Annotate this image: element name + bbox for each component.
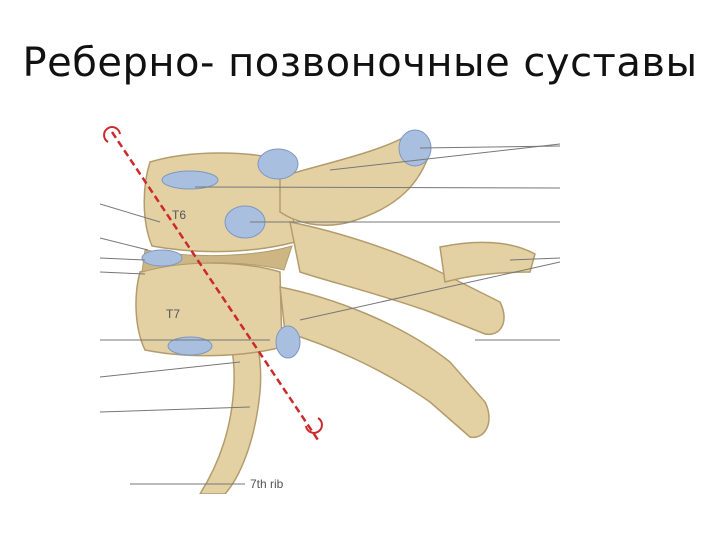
leader-line xyxy=(100,406,251,413)
label-t6: T6 xyxy=(172,208,186,222)
leader-line xyxy=(194,186,561,189)
facet-costal-mid xyxy=(141,249,183,267)
costovertebral-joints-diagram: T6 T7 7th rib xyxy=(100,122,565,494)
transverse-process-lower xyxy=(279,286,490,438)
rotation-arrow-bottom-icon xyxy=(305,417,323,434)
leader-line xyxy=(329,143,561,171)
facet-costotransverse xyxy=(275,325,301,359)
label-t7: T7 xyxy=(166,307,180,321)
articular-process xyxy=(439,241,536,283)
leader-line xyxy=(100,361,241,378)
rotation-arrow-top-icon xyxy=(103,126,121,143)
label-7th-rib: 7th rib xyxy=(250,477,284,491)
leader-line xyxy=(100,203,161,223)
diagram-svg: T6 T7 7th rib xyxy=(100,126,561,494)
leader-line xyxy=(100,257,146,261)
transverse-process-upper xyxy=(279,133,431,226)
facet-transverse-upper xyxy=(257,148,299,180)
leader-line xyxy=(509,257,561,261)
spinous-process xyxy=(289,221,505,336)
leader-line xyxy=(299,261,561,321)
leader-line xyxy=(100,237,149,251)
axis-of-rotation-line xyxy=(110,131,320,441)
slide-title: Реберно- позвоночные суставы xyxy=(22,40,698,86)
leader-line xyxy=(100,271,146,275)
facet-t6-superior xyxy=(161,170,219,190)
facet-costal-lower xyxy=(167,336,213,356)
